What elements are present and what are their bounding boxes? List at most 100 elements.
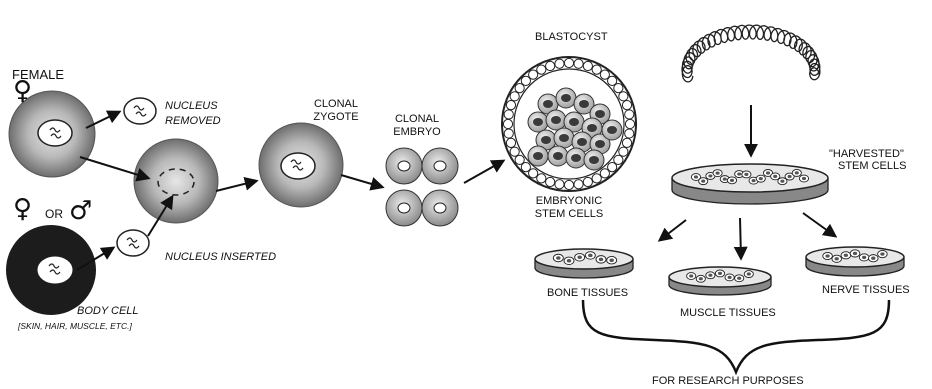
- trophoblast-cell: [504, 110, 513, 119]
- cell-nucleus: [595, 110, 605, 118]
- bone-tissue-dish: [535, 249, 633, 278]
- label-clonal-embryo-2: EMBRYO: [382, 126, 452, 139]
- cell-nucleus: [556, 256, 561, 260]
- nerve-tissue-dish: [806, 247, 904, 276]
- cell-nucleus: [780, 180, 784, 183]
- trophoblast-cell: [537, 65, 546, 74]
- label-harvested-2: STEM CELLS: [838, 160, 906, 173]
- cell-nucleus: [533, 118, 543, 126]
- cell-nucleus: [871, 257, 875, 260]
- cell-nucleus: [716, 172, 720, 175]
- label-nucleus-removed-1: NUCLEUS: [165, 100, 218, 113]
- arrow-to-embryo: [341, 175, 382, 187]
- trophoblast-cell: [619, 147, 628, 156]
- trophoblast-cell: [506, 138, 515, 147]
- trophoblast-cell: [622, 101, 631, 110]
- label-blastocyst: BLASTOCYST: [535, 31, 608, 44]
- trophoblast-cell: [510, 92, 519, 101]
- trophoblast-cell: [574, 180, 583, 189]
- male-symbol-icon: ♂: [69, 196, 92, 226]
- body-cell-nucleus: [117, 230, 149, 256]
- label-muscle-tissues: MUSCLE TISSUES: [680, 307, 776, 320]
- cell-nucleus: [571, 154, 581, 162]
- stem-cell-coil: [682, 25, 820, 82]
- arrow-to-zygote: [216, 181, 256, 191]
- trophoblast-cell: [625, 119, 634, 128]
- cell-nucleus: [533, 152, 543, 160]
- cell-nucleus: [607, 126, 617, 134]
- trophoblast-cell: [592, 65, 601, 74]
- trophoblast-cell: [529, 70, 538, 79]
- trophoblast-cell: [592, 174, 601, 183]
- cell-nucleus: [853, 252, 857, 255]
- cell-nucleus: [569, 118, 579, 126]
- trophoblast-cell: [583, 61, 592, 70]
- cell-nucleus: [701, 180, 705, 183]
- trophoblast-cell: [583, 177, 592, 186]
- harvested-stem-cell-dish: [672, 164, 828, 204]
- trophoblast-cell: [600, 169, 609, 178]
- cell-nucleus: [759, 177, 763, 180]
- female-symbol-icon: ♀: [13, 76, 32, 106]
- cell-nucleus: [567, 259, 572, 263]
- cell-nucleus: [802, 177, 806, 180]
- trophoblast-cell: [515, 155, 524, 164]
- trophoblast-cell: [506, 101, 515, 110]
- cell-nucleus: [844, 254, 848, 257]
- cell-nucleus: [599, 258, 604, 262]
- cell-nucleus: [589, 156, 599, 164]
- cell-nucleus: [752, 179, 756, 182]
- trophoblast-cell: [614, 84, 623, 93]
- label-body-cell-examples: [SKIN, HAIR, MUSCLE, ETC.]: [18, 320, 132, 333]
- body-cell: [6, 225, 96, 315]
- cell-nucleus: [737, 277, 741, 280]
- arrow-to-muscle: [740, 218, 741, 258]
- label-embryonic-stem-cells-1: EMBRYONIC: [514, 195, 624, 208]
- muscle-tissue-dish: [669, 267, 771, 295]
- trophoblast-cell: [504, 129, 513, 138]
- trophoblast-cell: [625, 110, 634, 119]
- female-symbol-icon: ♀: [13, 194, 32, 224]
- label-nerve-tissues: NERVE TISSUES: [822, 284, 910, 297]
- trophoblast-cell: [555, 59, 564, 68]
- trophoblast-cell: [555, 180, 564, 189]
- cell-nucleus: [728, 276, 732, 279]
- cell-nucleus: [553, 152, 563, 160]
- cell-nucleus: [747, 272, 751, 275]
- label-clonal-zygote-1: CLONAL: [300, 98, 372, 111]
- label-embryonic-stem-cells-2: STEM CELLS: [514, 208, 624, 221]
- cell-nucleus: [862, 256, 866, 259]
- trophoblast-cell: [537, 174, 546, 183]
- cell-nucleus: [559, 134, 569, 142]
- arrow-to-blastocyst: [464, 161, 503, 183]
- cell-nucleus: [587, 124, 597, 132]
- label-or: OR: [45, 208, 63, 221]
- label-nucleus-removed-2: REMOVED: [165, 115, 221, 128]
- clonal-embryo: [386, 148, 458, 226]
- cell-nucleus: [541, 136, 551, 144]
- cell-nucleus: [825, 254, 829, 257]
- cell-nucleus: [588, 254, 593, 258]
- trophoblast-cell: [625, 129, 634, 138]
- removed-nucleus: [124, 98, 156, 124]
- blastocyst: [502, 57, 636, 191]
- clonal-zygote: [259, 123, 343, 207]
- cell-nucleus: [730, 179, 734, 182]
- cell-nucleus: [744, 173, 748, 176]
- cell-nucleus: [773, 175, 777, 178]
- cell-nucleus: [543, 100, 553, 108]
- label-clonal-zygote-2: ZYGOTE: [300, 111, 372, 124]
- arrow-to-nerve: [803, 213, 835, 236]
- cell-nucleus: [699, 277, 703, 280]
- cell-nucleus: [595, 140, 605, 148]
- label-body-cell: BODY CELL: [77, 305, 139, 318]
- label-clonal-embryo-1: CLONAL: [382, 113, 452, 126]
- cell-nucleus: [788, 175, 792, 178]
- trophoblast-cell: [503, 119, 512, 128]
- enucleated-egg-cell: [134, 139, 218, 223]
- trophoblast-cell: [546, 177, 555, 186]
- arrow-to-bone: [660, 220, 686, 240]
- cell-nucleus: [551, 116, 561, 124]
- cell-nucleus: [766, 171, 770, 174]
